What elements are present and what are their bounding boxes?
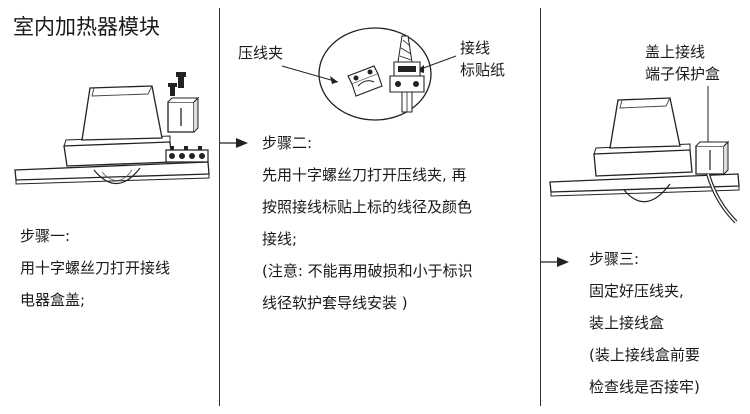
step2-note-1: (注意: 不能再用破损和小于标识 [262,262,473,280]
step1-label: 步骤一: [20,227,71,245]
step2-label: 步骤二: [262,134,313,152]
column-divider-1 [219,8,220,406]
step2-note-2: 线径软护套导线安装 ) [262,294,408,312]
heater-assembled-illustration [546,84,744,226]
step2-line-1: 先用十字螺丝刀打开压线夹, 再 [262,166,467,184]
callout-label-sticker-1: 接线 [460,39,491,57]
step3-label: 步骤三: [589,250,640,268]
step2-line-2: 按照接线标贴上标的线径及颜色 [262,198,473,216]
step3-line-1: 固定好压线夹, [589,282,684,300]
step2-line-3: 接线; [262,230,298,248]
page-title: 室内加热器模块 [13,15,160,39]
step1-line-1: 用十字螺丝刀打开接线 [20,259,171,277]
step3-note-1: (装上接线盒前要 [589,346,700,364]
step1-line-2: 电器盒盖; [20,291,86,309]
arrow-right-icon [541,257,569,267]
callout-cover-1: 盖上接线 [645,43,706,61]
callout-wire-clamp: 压线夹 [238,44,284,62]
heater-module-illustration [12,72,212,190]
step3-line-2: 装上接线盒 [589,314,665,332]
step3-note-2: 检查线是否接牢) [589,378,700,396]
callout-cover-2: 端子保护盒 [645,65,721,83]
wire-clamp-detail-illustration [290,26,460,126]
callout-label-sticker-2: 标贴纸 [460,61,506,79]
column-divider-2 [540,8,541,406]
arrow-right-icon [220,138,248,148]
